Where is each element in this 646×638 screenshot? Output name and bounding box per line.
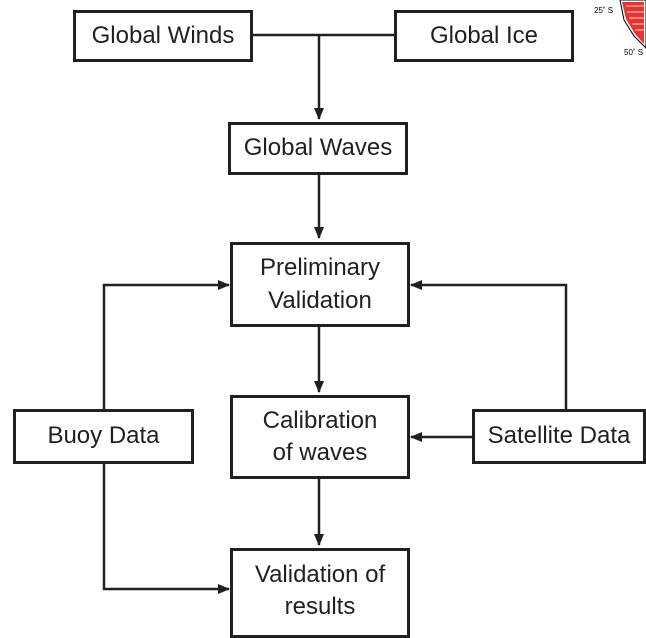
preliminary-validation-line1: Preliminary bbox=[259, 254, 381, 282]
global-waves-box: Global Waves bbox=[228, 122, 408, 175]
global-ice-label: Global Ice bbox=[429, 21, 539, 49]
arrow-buoy-to-validation-results bbox=[102, 464, 230, 594]
calibration-box: Calibration of waves bbox=[230, 395, 410, 479]
calibration-line2: of waves bbox=[272, 439, 368, 466]
validation-results-line1: Validation of bbox=[254, 561, 386, 588]
arrow-buoy-to-preliminary bbox=[102, 280, 230, 409]
preliminary-validation-box: Preliminary Validation bbox=[230, 242, 410, 327]
satellite-data-label: Satellite Data bbox=[487, 422, 631, 450]
calibration-line1: Calibration bbox=[262, 406, 378, 434]
global-waves-label: Global Waves bbox=[243, 134, 393, 162]
validation-results-line2: results bbox=[284, 593, 356, 621]
global-winds-box: Global Winds bbox=[73, 10, 253, 62]
map-fragment-shape bbox=[619, 0, 646, 49]
satellite-data-box: Satellite Data bbox=[472, 409, 646, 464]
global-ice-box: Global Ice bbox=[394, 10, 574, 62]
arrow-satellite-to-preliminary bbox=[410, 280, 568, 409]
buoy-data-label: Buoy Data bbox=[47, 422, 160, 450]
validation-results-box: Validation of results bbox=[230, 548, 410, 638]
map-fragment: 25˚ S 50˚ S bbox=[590, 0, 646, 60]
buoy-data-box: Buoy Data bbox=[13, 409, 194, 464]
latitude-label-top: 25˚ S bbox=[594, 6, 614, 15]
global-winds-label: Global Winds bbox=[91, 21, 235, 49]
preliminary-validation-line2: Validation bbox=[268, 286, 372, 314]
latitude-label-bottom: 50˚ S bbox=[624, 48, 644, 57]
